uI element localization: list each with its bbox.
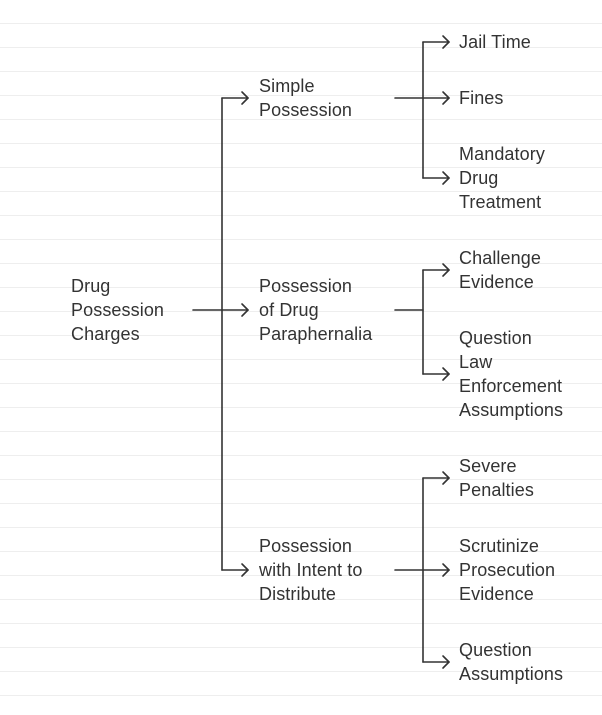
node-jail-time: Jail Time — [459, 30, 531, 54]
node-question-law-enforcement-assumptions: Question Law Enforcement Assumptions — [459, 326, 563, 422]
arrowhead-intent — [241, 563, 249, 577]
node-line: Evidence — [459, 584, 534, 604]
node-line: Prosecution — [459, 560, 556, 580]
node-line: Possession — [259, 100, 353, 120]
node-question-assumptions: Question Assumptions — [459, 638, 563, 686]
arrowhead-question-le — [442, 367, 450, 381]
arrowhead-paraphernalia — [241, 303, 249, 317]
node-line: of Drug — [259, 300, 319, 320]
node-line: with Intent to — [259, 560, 363, 580]
arrowhead-jail — [442, 35, 450, 49]
node-line: Scrutinize — [459, 536, 540, 556]
node-fines: Fines — [459, 86, 504, 110]
node-line: Severe — [459, 456, 517, 476]
node-line: Mandatory — [459, 144, 545, 164]
node-line: Fines — [459, 88, 504, 108]
node-line: Paraphernalia — [259, 324, 373, 344]
arrowhead-simple — [241, 91, 249, 105]
node-line: Drug — [71, 276, 111, 296]
arrowhead-fines — [442, 91, 450, 105]
node-line: Drug — [459, 168, 499, 188]
node-mandatory-drug-treatment: Mandatory Drug Treatment — [459, 142, 545, 214]
node-possession-of-paraphernalia: Possession of Drug Paraphernalia — [259, 274, 372, 346]
node-line: Possession — [71, 300, 165, 320]
node-line: Charges — [71, 324, 140, 344]
node-scrutinize-prosecution-evidence: Scrutinize Prosecution Evidence — [459, 534, 555, 606]
node-line: Distribute — [259, 584, 337, 604]
node-line: Evidence — [459, 272, 534, 292]
node-drug-possession-charges: Drug Possession Charges — [71, 274, 164, 346]
arrowhead-question-as — [442, 655, 450, 669]
node-line: Question — [459, 328, 532, 348]
arrowhead-mandatory — [442, 171, 450, 185]
node-line: Law — [459, 352, 493, 372]
node-line: Simple — [259, 76, 315, 96]
arrowhead-scrutinize — [442, 563, 450, 577]
node-line: Treatment — [459, 192, 542, 212]
node-challenge-evidence: Challenge Evidence — [459, 246, 541, 294]
node-line: Enforcement — [459, 376, 563, 396]
node-line: Assumptions — [459, 400, 564, 420]
node-possession-with-intent: Possession with Intent to Distribute — [259, 534, 362, 606]
node-severe-penalties: Severe Penalties — [459, 454, 534, 502]
arrowhead-severe — [442, 471, 450, 485]
node-line: Challenge — [459, 248, 541, 268]
node-line: Question — [459, 640, 532, 660]
node-simple-possession: Simple Possession — [259, 74, 352, 122]
node-line: Jail Time — [459, 32, 531, 52]
node-line: Possession — [259, 536, 353, 556]
arrowhead-challenge — [442, 263, 450, 277]
node-line: Assumptions — [459, 664, 564, 684]
node-line: Possession — [259, 276, 353, 296]
node-line: Penalties — [459, 480, 534, 500]
